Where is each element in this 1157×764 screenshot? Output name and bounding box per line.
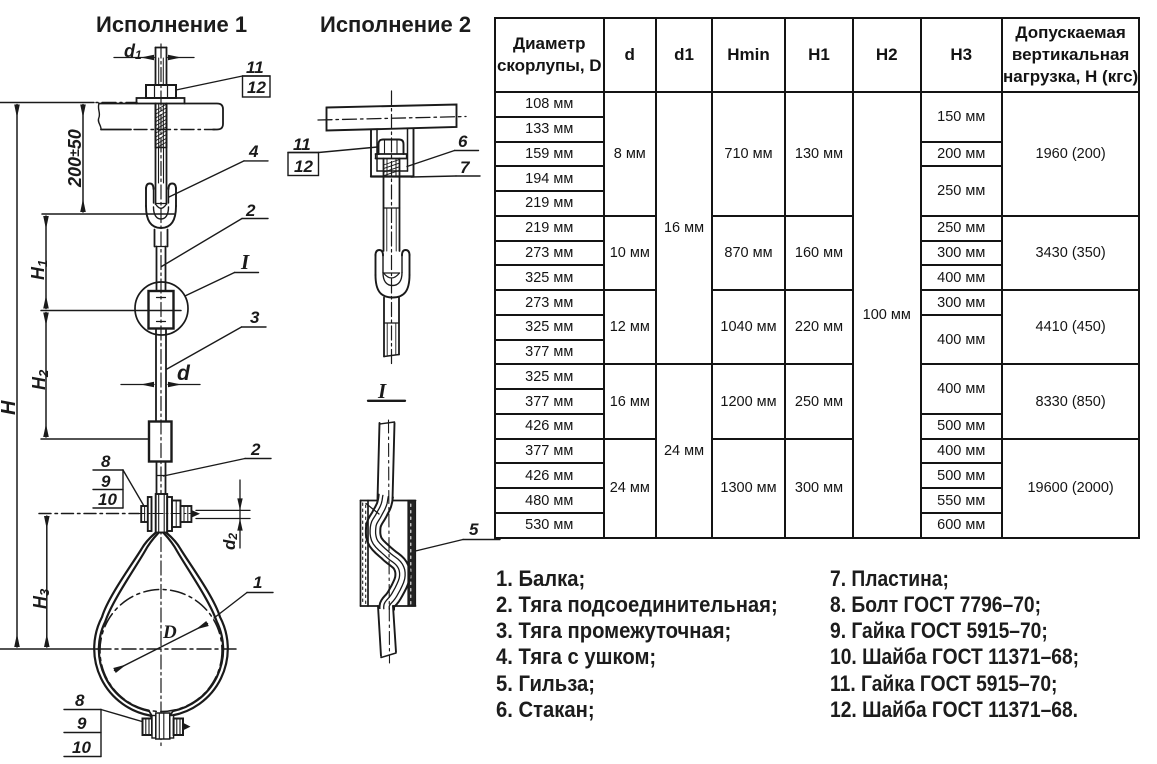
svg-text:1: 1 bbox=[253, 573, 262, 592]
svg-text:4: 4 bbox=[248, 142, 259, 161]
svg-text:3: 3 bbox=[250, 308, 260, 327]
svg-text:6: 6 bbox=[458, 132, 468, 151]
svg-text:9: 9 bbox=[101, 472, 111, 491]
svg-text:8: 8 bbox=[101, 452, 111, 471]
svg-text:H: H bbox=[0, 400, 20, 415]
svg-text:d: d bbox=[177, 362, 191, 385]
svg-text:I: I bbox=[240, 250, 250, 274]
svg-text:8: 8 bbox=[75, 691, 85, 710]
svg-text:I: I bbox=[377, 379, 387, 403]
svg-text:7: 7 bbox=[460, 158, 471, 177]
svg-text:H3: H3 bbox=[30, 588, 52, 609]
svg-text:2: 2 bbox=[245, 201, 256, 220]
svg-text:10: 10 bbox=[72, 738, 91, 757]
svg-text:d2: d2 bbox=[220, 533, 240, 550]
svg-text:12: 12 bbox=[247, 78, 266, 97]
svg-text:d1: d1 bbox=[124, 41, 142, 62]
svg-text:12: 12 bbox=[294, 157, 313, 176]
svg-text:H1: H1 bbox=[28, 260, 50, 280]
svg-text:D: D bbox=[162, 622, 177, 643]
svg-text:11: 11 bbox=[246, 58, 264, 77]
svg-text:200±50: 200±50 bbox=[65, 129, 85, 188]
svg-text:9: 9 bbox=[77, 714, 87, 733]
svg-text:5: 5 bbox=[469, 520, 479, 539]
svg-text:11: 11 bbox=[293, 135, 311, 154]
svg-text:2: 2 bbox=[250, 440, 261, 459]
svg-text:10: 10 bbox=[98, 490, 117, 509]
svg-text:H2: H2 bbox=[29, 369, 51, 390]
